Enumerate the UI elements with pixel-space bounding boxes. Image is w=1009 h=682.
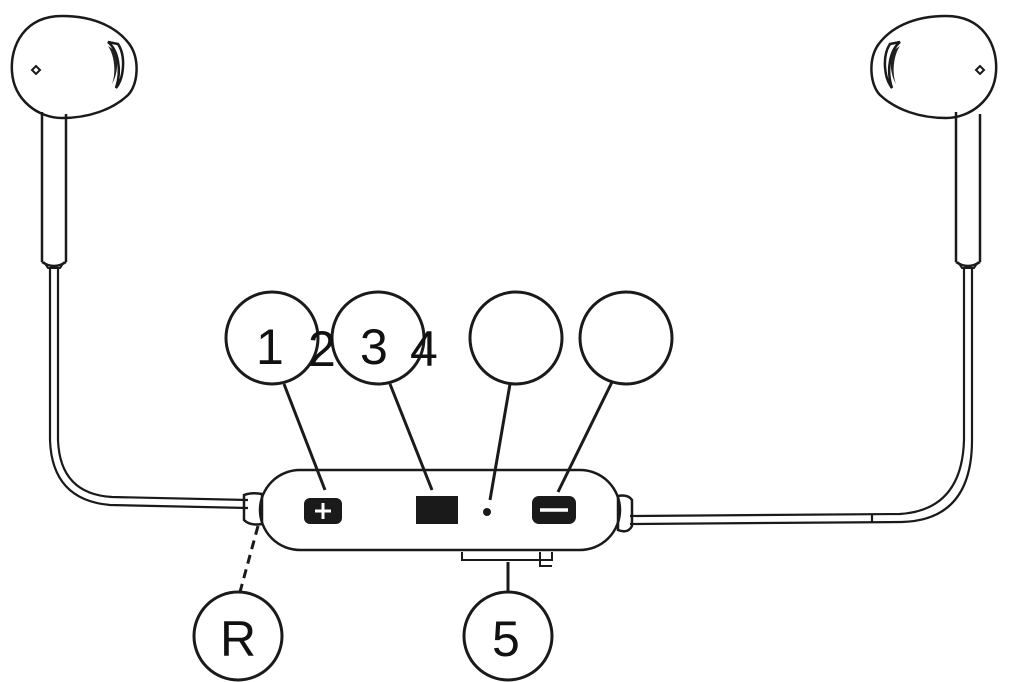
left-cable [48, 268, 264, 526]
callout-label-4: 4 [410, 321, 438, 377]
callout-label-5: 5 [492, 611, 520, 667]
callout-1 [224, 290, 327, 491]
callout-label-2: 2 [308, 321, 336, 377]
callout-R [192, 525, 284, 682]
right-earbud [870, 14, 998, 269]
square-button-icon [416, 496, 458, 524]
callout-label-1: 1 [256, 319, 284, 375]
multifunction-button [416, 496, 458, 524]
volume-up-button [304, 498, 342, 524]
led-indicator [483, 508, 491, 516]
callout-5 [462, 562, 554, 682]
callout-led [468, 290, 564, 501]
callout-label-3: 3 [360, 319, 388, 375]
callout-3 [330, 290, 434, 491]
remote-control-box [258, 468, 622, 567]
callout-label-R: R [220, 611, 256, 667]
left-earbud [10, 14, 138, 269]
plus-icon [315, 503, 331, 519]
dot-icon [483, 508, 491, 516]
callout-volume-down [556, 290, 674, 493]
volume-down-button [532, 496, 576, 524]
right-cable [616, 268, 974, 533]
